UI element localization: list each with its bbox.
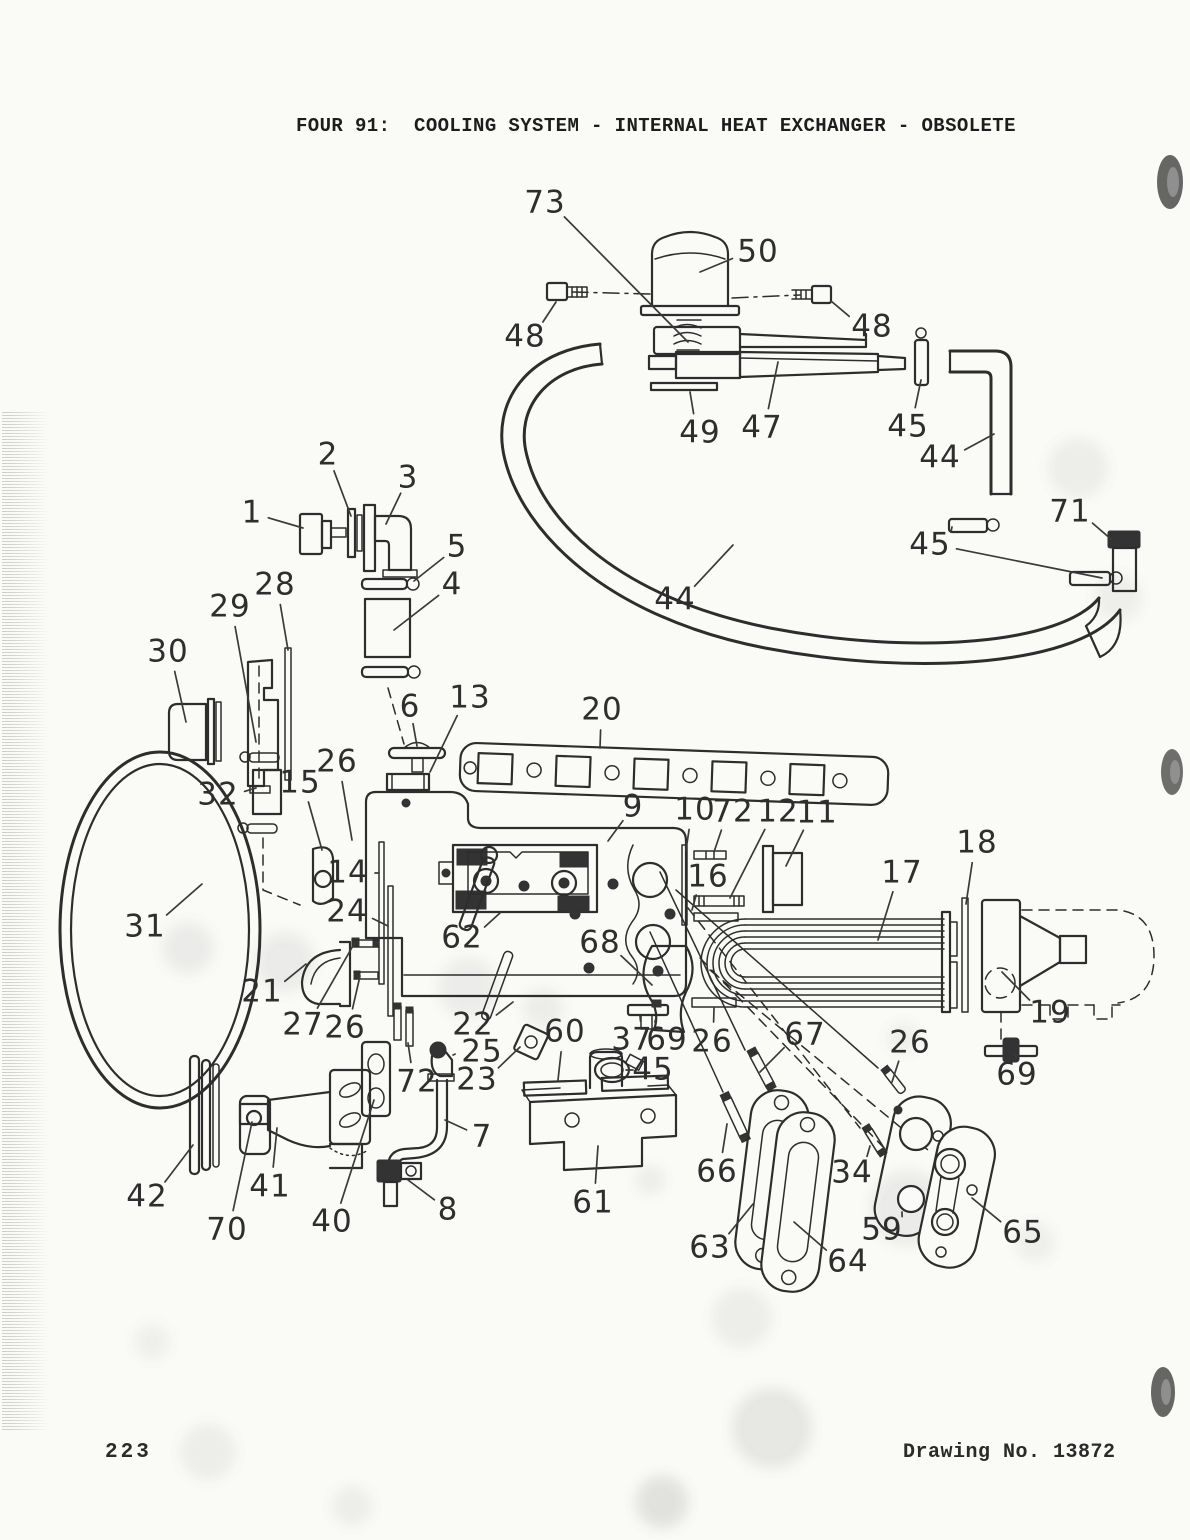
part-callout-49: 49	[679, 414, 721, 451]
part-callout-5: 5	[446, 528, 468, 565]
part-callout-64: 64	[827, 1243, 869, 1280]
part-callout-29: 29	[209, 588, 251, 625]
part-callout-47: 47	[741, 409, 783, 446]
backplate-group-drawing	[167, 647, 301, 906]
part-callout-72: 72	[396, 1063, 438, 1100]
part-callout-6: 6	[399, 688, 421, 725]
part-callout-61: 61	[572, 1184, 614, 1221]
part-callout-16: 16	[687, 858, 729, 895]
part-callout-19: 19	[1029, 994, 1071, 1031]
part-callout-45: 45	[887, 408, 929, 445]
part-callout-68: 68	[579, 924, 621, 961]
part-callout-18: 18	[956, 824, 998, 861]
drawing-number: Drawing No. 13872	[903, 1441, 1116, 1464]
part-callout-15: 15	[279, 764, 321, 801]
part-callout-62: 62	[441, 919, 483, 956]
part-callout-24: 24	[326, 893, 368, 930]
part-callout-27: 27	[282, 1006, 324, 1043]
figure-title: FOUR 91: COOLING SYSTEM - INTERNAL HEAT …	[296, 115, 1016, 137]
part-callout-66: 66	[696, 1153, 738, 1190]
header-tank-assembly-drawing	[500, 230, 1141, 666]
part-callout-63: 63	[689, 1229, 731, 1266]
part-callout-10: 10	[674, 791, 716, 828]
heat-exchanger-group-drawing	[681, 844, 1155, 1063]
part-callout-12: 12	[757, 793, 799, 830]
photocopy-smudges	[134, 438, 1142, 1528]
part-callout-44: 44	[654, 581, 696, 618]
bypass-group-drawing	[300, 841, 394, 1017]
part-callout-21: 21	[241, 973, 283, 1010]
part-callout-32: 32	[197, 776, 239, 813]
outlet-elbow-group-drawing	[298, 503, 421, 745]
part-callout-22: 22	[452, 1006, 494, 1043]
part-callout-30: 30	[147, 633, 189, 670]
part-callout-20: 20	[581, 691, 623, 728]
part-callout-2: 2	[317, 436, 339, 473]
part-callout-73: 73	[524, 184, 566, 221]
part-callout-45: 45	[909, 526, 951, 563]
part-callout-42: 42	[126, 1178, 168, 1215]
part-callout-14: 14	[327, 854, 369, 891]
part-callout-34: 34	[831, 1154, 873, 1191]
part-callout-31: 31	[124, 908, 166, 945]
cover-plates-group-drawing	[649, 871, 996, 1293]
manifold-gasket-drawing	[458, 741, 890, 806]
part-callout-37: 37	[611, 1021, 653, 1058]
part-callout-69: 69	[646, 1021, 688, 1058]
part-callout-3: 3	[397, 459, 419, 496]
part-callout-26: 26	[889, 1024, 931, 1061]
water-pump-group-drawing	[188, 1002, 455, 1208]
part-callout-7: 7	[471, 1118, 493, 1155]
part-callout-48: 48	[851, 308, 893, 345]
part-callout-17: 17	[881, 854, 923, 891]
part-callout-26: 26	[691, 1023, 733, 1060]
part-callout-72: 72	[712, 793, 754, 830]
part-callout-25: 25	[461, 1033, 503, 1070]
water-jacket-plate-drawing	[364, 741, 688, 998]
part-callout-70: 70	[206, 1211, 248, 1248]
part-callout-9: 9	[622, 788, 644, 825]
part-callout-26: 26	[316, 743, 358, 780]
part-callout-41: 41	[249, 1168, 291, 1205]
part-callout-11: 11	[796, 794, 838, 831]
part-callout-67: 67	[784, 1016, 826, 1053]
part-callout-8: 8	[437, 1191, 459, 1228]
binding-texture	[2, 412, 52, 1432]
punch-hole-marks	[1151, 155, 1183, 1417]
part-callout-28: 28	[254, 566, 296, 603]
part-callout-26: 26	[324, 1009, 366, 1046]
part-callout-48: 48	[504, 318, 546, 355]
fan-belt-drawing	[58, 750, 262, 1110]
header-tank-group-drawing	[458, 845, 694, 1172]
part-callout-65: 65	[1002, 1214, 1044, 1251]
part-callout-60: 60	[544, 1013, 586, 1050]
part-callout-44: 44	[919, 439, 961, 476]
part-callout-23: 23	[456, 1061, 498, 1098]
part-callout-71: 71	[1049, 493, 1091, 530]
part-callout-4: 4	[441, 566, 463, 603]
part-callout-40: 40	[311, 1203, 353, 1240]
part-callout-59: 59	[861, 1211, 903, 1248]
part-callout-13: 13	[449, 679, 491, 716]
page-number: 223	[105, 1441, 152, 1464]
part-callout-50: 50	[737, 233, 779, 270]
part-callout-45: 45	[632, 1051, 674, 1088]
part-callout-1: 1	[241, 494, 263, 531]
callout-leader-lines	[164, 216, 1113, 1251]
part-callout-69: 69	[996, 1056, 1038, 1093]
